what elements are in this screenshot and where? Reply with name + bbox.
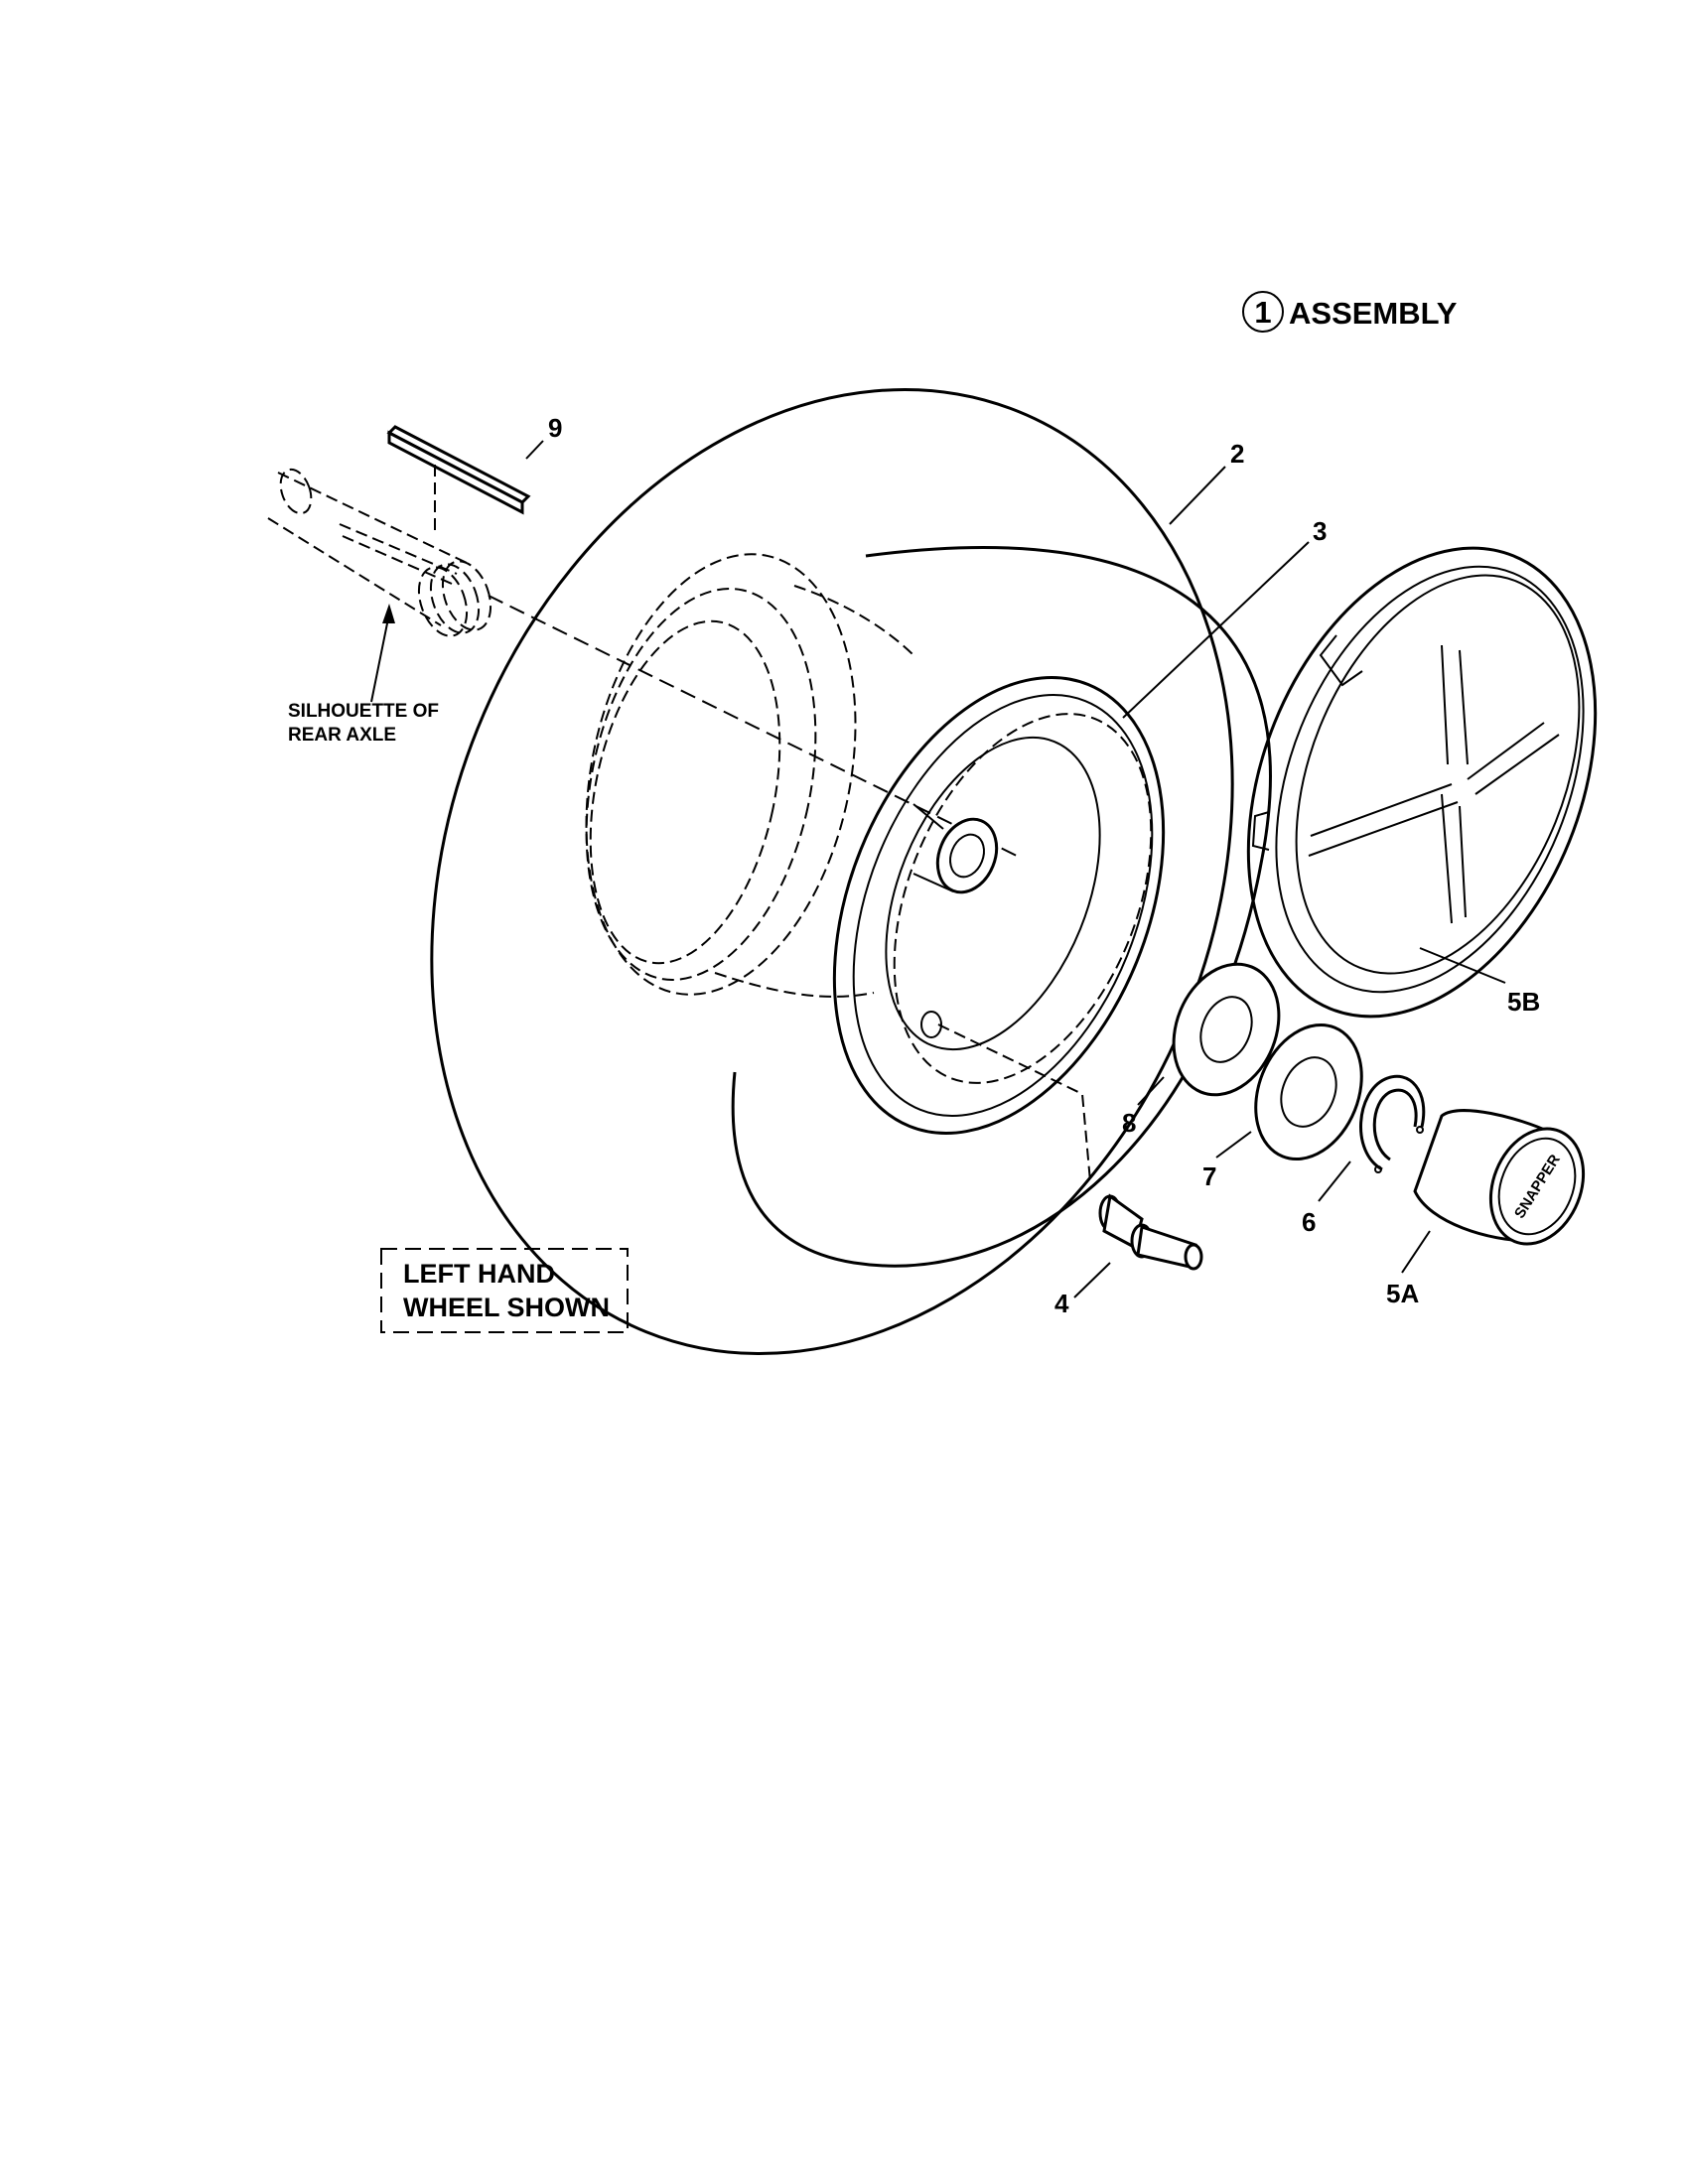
rear-axle-silhouette	[267, 468, 1024, 860]
snap-ring-6	[1359, 1074, 1426, 1173]
callout-4: 4	[1054, 1289, 1069, 1318]
callout-9: 9	[548, 413, 562, 443]
wheel-note-line1: LEFT HAND	[403, 1259, 555, 1289]
axle-note-line1: SILHOUETTE OF	[288, 701, 439, 722]
hub-cap-5a: SNAPPER	[1413, 1109, 1586, 1246]
callout-3: 3	[1313, 516, 1327, 546]
callout-8: 8	[1122, 1108, 1136, 1138]
washer-8	[1172, 962, 1281, 1097]
axle-note: SILHOUETTE OF REAR AXLE	[288, 701, 439, 746]
axle-key	[386, 425, 531, 531]
leader-lines	[370, 440, 1506, 1298]
wheel-note-line2: WHEEL SHOWN	[403, 1293, 610, 1322]
hub-cap-5b	[1246, 546, 1598, 1019]
callout-5b: 5B	[1507, 987, 1540, 1017]
tire	[430, 387, 1272, 1356]
callout-2: 2	[1230, 439, 1244, 469]
assembly-title-text: ASSEMBLY	[1289, 296, 1458, 331]
callout-6: 6	[1302, 1207, 1316, 1237]
assembly-number-circle	[1242, 291, 1284, 333]
valve-stem	[937, 1024, 1203, 1271]
callout-5a: 5A	[1386, 1279, 1419, 1308]
washer-7	[1254, 1023, 1363, 1161]
assembly-number: 1	[1254, 295, 1271, 330]
wheel-shown-note: LEFT HAND WHEEL SHOWN	[380, 1248, 629, 1333]
wheel-rim	[832, 675, 1166, 1136]
callout-7: 7	[1202, 1161, 1216, 1191]
axle-note-line2: REAR AXLE	[288, 725, 396, 746]
assembly-title: 1 ASSEMBLY	[1242, 291, 1458, 333]
